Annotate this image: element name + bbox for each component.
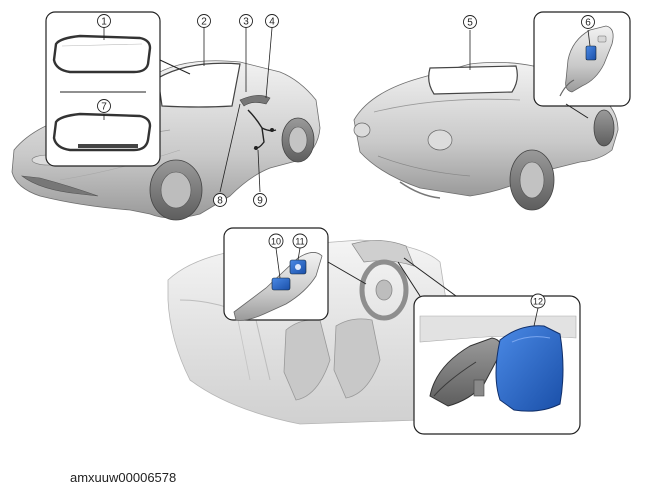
callout-3: 3: [239, 14, 253, 28]
callout-2: 2: [197, 14, 211, 28]
svg-text:2: 2: [201, 17, 207, 28]
svg-text:7: 7: [101, 102, 107, 113]
svg-text:6: 6: [585, 18, 591, 29]
leader-window-switch: [327, 261, 367, 285]
rear-switch-inset-panel: [533, 11, 631, 107]
callout-markers: 1 2 3 4 5 6 7 8: [97, 14, 595, 309]
svg-text:12: 12: [533, 297, 543, 307]
callout-8: 8: [213, 193, 227, 207]
callout-4: 4: [265, 14, 279, 28]
svg-text:5: 5: [467, 18, 473, 29]
callout-10: 10: [268, 233, 284, 249]
leader-interior-mirror-2: [397, 261, 421, 297]
interior-mirror-inset-panel: [413, 295, 581, 435]
callout-12: 12: [530, 293, 546, 309]
svg-text:8: 8: [217, 196, 223, 207]
callout-leaders: [103, 27, 591, 327]
svg-text:11: 11: [295, 237, 304, 247]
leader-inset-windshield: [159, 59, 191, 75]
image-code-label: amxuuw00006578: [70, 470, 177, 485]
svg-text:9: 9: [257, 196, 263, 207]
leader-interior-mirror-1: [403, 257, 457, 297]
callout-9: 9: [253, 193, 267, 207]
callout-7: 7: [97, 99, 111, 113]
callout-6: 6: [581, 15, 595, 29]
callout-5: 5: [463, 15, 477, 29]
callout-11: 11: [292, 233, 308, 249]
window-switch-inset-panel: [223, 227, 329, 321]
svg-text:3: 3: [243, 17, 249, 28]
callout-1: 1: [97, 14, 111, 28]
leader-rear-switch: [565, 103, 589, 119]
mirror-inset-panel: [45, 11, 161, 167]
svg-text:10: 10: [271, 237, 281, 247]
svg-text:1: 1: [101, 17, 107, 28]
svg-text:4: 4: [269, 17, 275, 28]
